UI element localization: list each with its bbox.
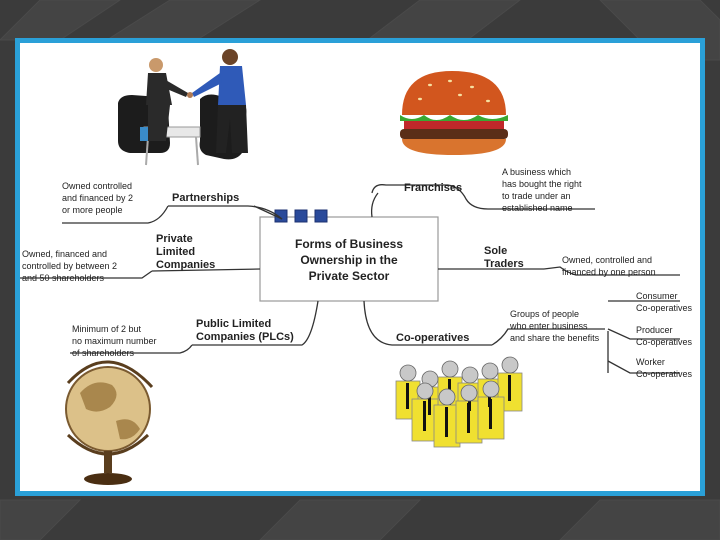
slide-canvas: Forms of Business Ownership in the Priva… xyxy=(20,43,700,491)
note-cooperatives-1: Groups of people xyxy=(510,309,579,319)
coop-type-consumer-1: Consumer xyxy=(636,291,678,301)
note-sole-traders-2: financed by one person xyxy=(562,267,656,277)
slide-frame: Forms of Business Ownership in the Priva… xyxy=(15,38,705,496)
coop-type-worker-2: Co-operatives xyxy=(636,369,693,379)
central-title-line-1: Forms of Business xyxy=(295,237,403,251)
central-topic-box: Forms of Business Ownership in the Priva… xyxy=(259,216,439,302)
coop-type-producer-1: Producer xyxy=(636,325,673,335)
note-cooperatives-3: and share the benefits xyxy=(510,333,600,343)
branch-franchises: Franchises xyxy=(404,182,462,194)
central-title-line-2: Ownership in the xyxy=(300,253,398,267)
note-plc-3: of shareholders xyxy=(72,348,135,358)
coop-type-producer-2: Co-operatives xyxy=(636,337,693,347)
group-of-workers-image xyxy=(395,356,523,448)
branch-private-limited-3: Companies xyxy=(156,259,215,271)
branch-plc-2: Companies (PLCs) xyxy=(196,331,294,343)
note-sole-traders-1: Owned, controlled and xyxy=(562,255,652,265)
globe-image xyxy=(65,360,154,485)
branch-private-limited-2: Limited xyxy=(156,246,195,258)
note-franchises-3: to trade under an xyxy=(502,191,571,201)
branch-partnerships: Partnerships xyxy=(172,192,239,204)
note-plc-1: Minimum of 2 but xyxy=(72,324,142,334)
connector-lines xyxy=(20,184,680,374)
branch-private-limited-1: Private xyxy=(156,233,193,245)
branch-cooperatives: Co-operatives xyxy=(396,332,469,344)
note-franchises-2: has bought the right xyxy=(502,179,582,189)
note-cooperatives-2: who enter business xyxy=(509,321,588,331)
connector-squares xyxy=(274,209,328,223)
note-franchises-4: established name xyxy=(502,203,573,213)
note-partnerships-1: Owned controlled xyxy=(62,181,132,191)
note-private-limited-2: controlled by between 2 xyxy=(22,261,117,271)
note-private-limited-1: Owned, financed and xyxy=(22,249,107,259)
note-franchises-1: A business which xyxy=(502,167,571,177)
coop-type-consumer-2: Co-operatives xyxy=(636,303,693,313)
note-plc-2: no maximum number xyxy=(72,336,157,346)
burger-image xyxy=(400,71,508,155)
mind-map-diagram: Forms of Business Ownership in the Priva… xyxy=(20,49,693,485)
coop-type-worker-1: Worker xyxy=(636,357,665,367)
note-private-limited-3: and 50 shareholders xyxy=(22,273,105,283)
note-partnerships-2: and financed by 2 xyxy=(62,193,133,203)
branch-sole-traders-2: Traders xyxy=(484,258,524,270)
note-partnerships-3: or more people xyxy=(62,205,123,215)
central-title-line-3: Private Sector xyxy=(309,269,390,283)
branch-sole-traders-1: Sole xyxy=(484,245,507,257)
handshake-image xyxy=(118,49,248,166)
branch-plc-1: Public Limited xyxy=(196,318,271,330)
